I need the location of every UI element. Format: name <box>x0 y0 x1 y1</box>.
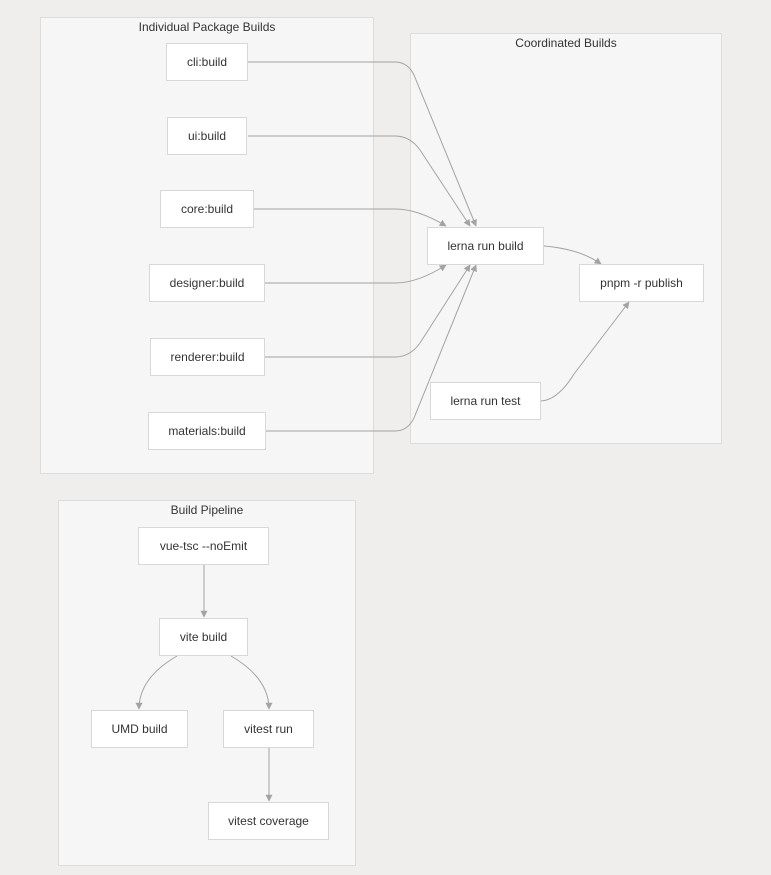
node-vitest-coverage: vitest coverage <box>208 802 329 840</box>
node-materials-build: materials:build <box>148 412 266 450</box>
cluster-individual-package-builds: Individual Package Builds <box>40 17 374 474</box>
node-lerna-run-test: lerna run test <box>430 382 541 420</box>
node-ui-build: ui:build <box>167 117 247 155</box>
cluster-title: Individual Package Builds <box>138 20 276 34</box>
node-cli-build: cli:build <box>166 43 248 81</box>
cluster-title: Coordinated Builds <box>515 36 617 50</box>
node-vue-tsc: vue-tsc --noEmit <box>138 527 269 565</box>
node-vite-build: vite build <box>159 618 248 656</box>
node-renderer-build: renderer:build <box>150 338 265 376</box>
node-vitest-run: vitest run <box>223 710 314 748</box>
node-pnpm-publish: pnpm -r publish <box>579 264 704 302</box>
node-designer-build: designer:build <box>149 264 265 302</box>
node-core-build: core:build <box>160 190 254 228</box>
node-umd-build: UMD build <box>91 710 188 748</box>
node-lerna-run-build: lerna run build <box>427 227 544 265</box>
cluster-title: Build Pipeline <box>170 503 244 517</box>
